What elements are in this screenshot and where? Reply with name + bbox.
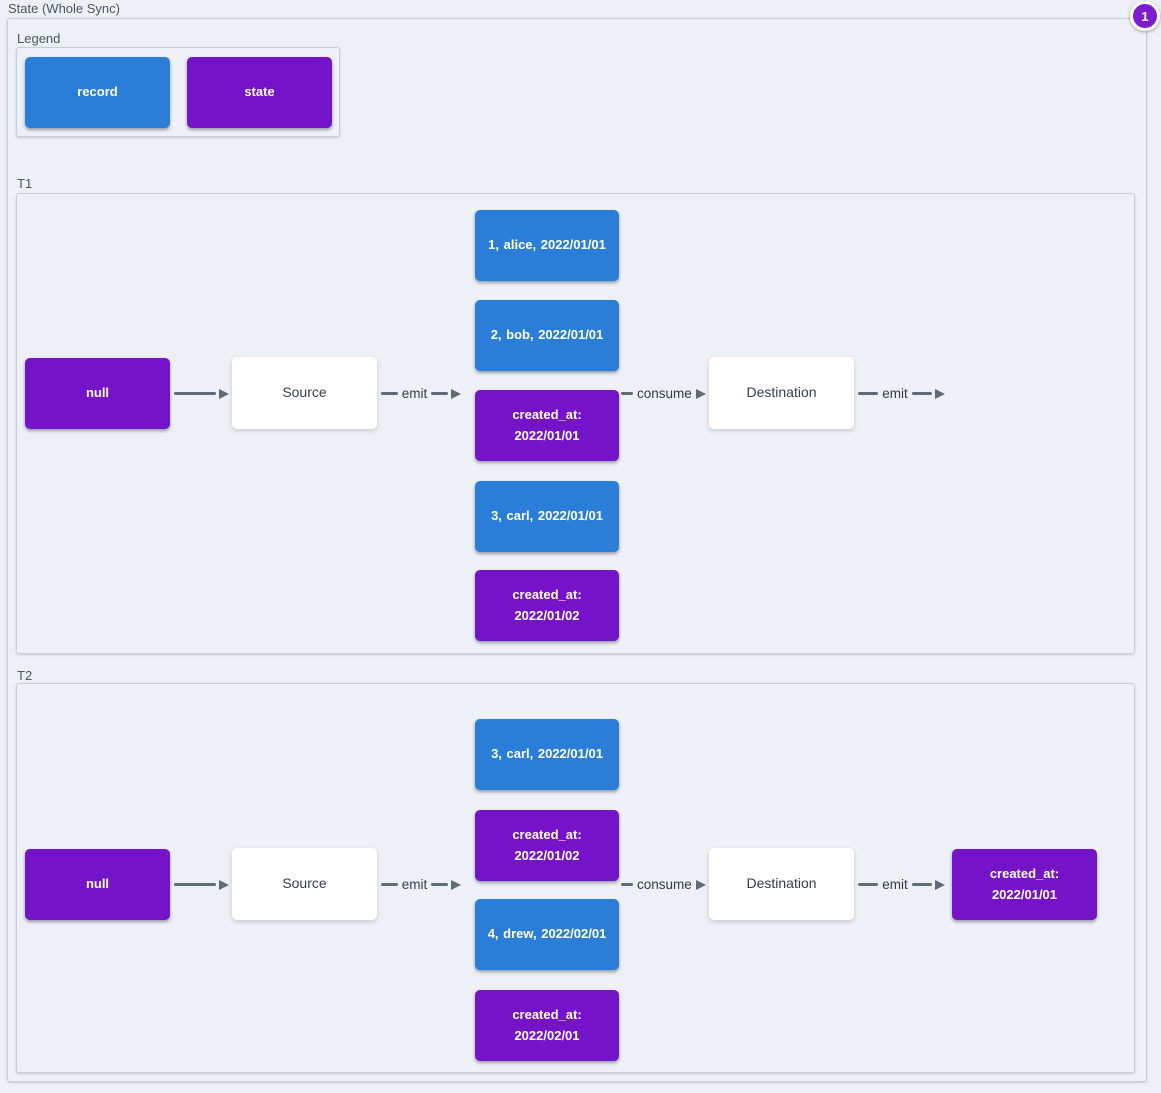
record-node: 2, bob, 2022/01/01 — [475, 300, 619, 371]
arrow-label: emit — [882, 385, 908, 401]
arrow-line — [621, 883, 633, 886]
arrow-label: emit — [401, 385, 428, 401]
state-node: created_at: 2022/01/02 — [475, 570, 619, 641]
destination-node: Destination — [709, 357, 854, 429]
record-node: 4, drew, 2022/02/01 — [475, 899, 619, 970]
consume-arrow: consume — [621, 383, 706, 404]
arrow-label: emit — [401, 876, 428, 892]
legend-title: Legend — [17, 31, 61, 46]
output-state-node: created_at: 2022/01/01 — [952, 849, 1097, 920]
annotation-badge: 1 — [1130, 1, 1160, 31]
section-t2-group — [16, 683, 1135, 1073]
arrow-line — [381, 392, 398, 395]
arrow-line — [174, 883, 216, 886]
record-node: 3, carl, 2022/01/01 — [475, 719, 619, 790]
record-node: 1, alice, 2022/01/01 — [475, 210, 619, 281]
destination-node: Destination — [709, 848, 854, 920]
arrow-head-icon — [695, 879, 706, 890]
emit-arrow: emit — [381, 383, 462, 404]
section-t1-label: T1 — [17, 176, 33, 191]
state-node: created_at: 2022/01/02 — [475, 810, 619, 881]
arrow-head-icon — [695, 388, 706, 399]
arrow-head-icon — [935, 879, 946, 890]
state-node: created_at: 2022/01/01 — [475, 390, 619, 461]
consume-arrow: consume — [621, 874, 706, 895]
arrow-head-icon — [935, 388, 946, 399]
arrow-label: consume — [637, 385, 692, 401]
legend-state-node: state — [187, 57, 332, 128]
state-node: created_at: 2022/02/01 — [475, 990, 619, 1061]
source-node: Source — [232, 848, 377, 920]
arrow-line — [174, 392, 216, 395]
plain-arrow — [174, 383, 229, 404]
arrow-head-icon — [451, 879, 462, 890]
section-t1-group — [16, 193, 1135, 654]
arrow-head-icon — [219, 879, 229, 890]
arrow-label: consume — [637, 876, 692, 892]
legend-record-node: record — [25, 57, 170, 128]
legend-group — [16, 47, 340, 137]
plain-arrow — [174, 874, 229, 895]
arrow-line — [381, 883, 398, 886]
source-node: Source — [232, 357, 377, 429]
arrow-head-icon — [451, 388, 462, 399]
arrow-line — [431, 883, 449, 886]
state-whole-sync-group — [7, 18, 1147, 1082]
arrow-label: emit — [882, 876, 908, 892]
null-state-node: null — [25, 849, 170, 920]
arrow-line — [621, 392, 633, 395]
arrow-line — [911, 392, 933, 395]
emit-arrow: emit — [858, 874, 946, 895]
record-node: 3, carl, 2022/01/01 — [475, 481, 619, 552]
arrow-line — [858, 392, 879, 395]
arrow-line — [858, 883, 879, 886]
emit-arrow: emit — [858, 383, 946, 404]
emit-arrow: emit — [381, 874, 462, 895]
arrow-line — [911, 883, 933, 886]
arrow-line — [431, 392, 449, 395]
diagram-title: State (Whole Sync) — [8, 1, 120, 16]
arrow-head-icon — [219, 388, 229, 399]
null-state-node: null — [25, 358, 170, 429]
section-t2-label: T2 — [17, 668, 33, 683]
